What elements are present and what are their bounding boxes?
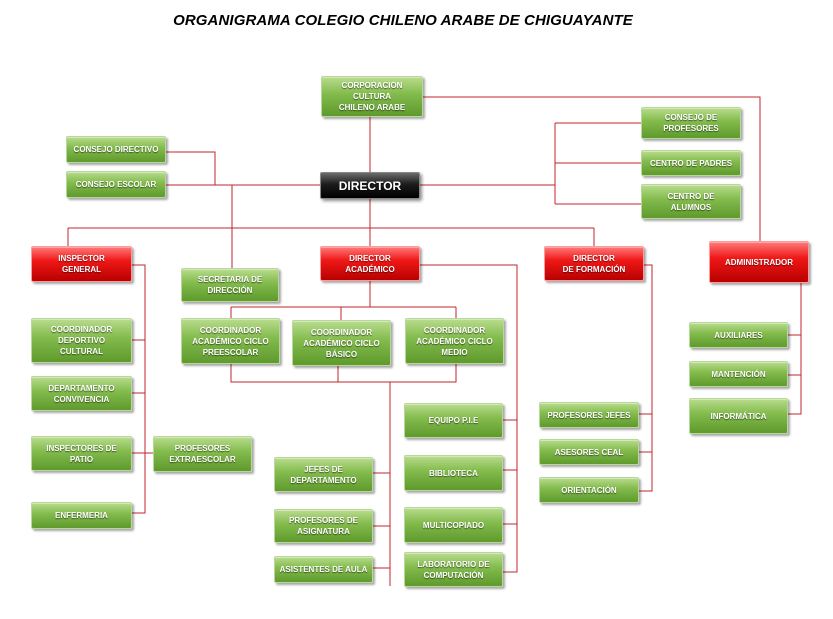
node-auxiliares: AUXILIARES [689, 322, 788, 348]
node-inspector-general: INSPECTOR GENERAL [31, 246, 132, 282]
connector [788, 283, 802, 415]
node-biblioteca: BIBLIOTECA [404, 455, 503, 491]
connector [132, 264, 146, 514]
node-informatica: INFORMÁTICA [689, 398, 788, 434]
connector [420, 264, 518, 573]
node-consejo-directivo: CONSEJO DIRECTIVO [66, 136, 166, 163]
node-consejo-escolar: CONSEJO ESCOLAR [66, 171, 166, 198]
node-centro-alumnos: CENTRO DE ALUMNOS [641, 184, 741, 219]
node-profesores-asignatura: PROFESORES DE ASIGNATURA [274, 509, 373, 543]
node-consejo-profesores: CONSEJO DE PROFESORES [641, 107, 741, 139]
node-multicopiado: MULTICOPIADO [404, 507, 503, 543]
node-coordinador-basico: COORDINADOR ACADÉMICO CICLO BÁSICO [292, 320, 391, 366]
node-profesores-jefes: PROFESORES JEFES [539, 402, 639, 428]
node-jefes-departamento: JEFES DE DEPARTAMENTO [274, 457, 373, 492]
node-centro-padres: CENTRO DE PADRES [641, 150, 741, 176]
node-equipo-pie: EQUIPO P.I.E [404, 403, 503, 438]
node-coordinador-medio: COORDINADOR ACADÉMICO CICLO MEDIO [405, 318, 504, 364]
connector [423, 96, 761, 241]
node-inspectores-patio: INSPECTORES DE PATIO [31, 436, 132, 471]
node-laboratorio: LABORATORIO DE COMPUTACIÓN [404, 552, 503, 587]
connector [230, 364, 457, 383]
node-administrador: ADMINISTRADOR [709, 241, 809, 283]
node-departamento-convivencia: DEPARTAMENTO CONVIVENCIA [31, 376, 132, 411]
node-mantencion: MANTENCIÓN [689, 361, 788, 387]
connector [639, 264, 653, 492]
node-director: DIRECTOR [320, 172, 420, 199]
node-secretaria: SECRETARIA DE DIRECCIÓN [181, 268, 279, 302]
node-asistentes-aula: ASISTENTES DE AULA [274, 556, 373, 583]
node-coordinador-preescolar: COORDINADOR ACADÉMICO CICLO PREESCOLAR [181, 318, 280, 364]
node-corporacion: CORPORACION CULTURA CHILENO ARABE [321, 76, 423, 117]
node-coordinador-deportivo: COORDINADOR DEPORTIVO CULTURAL [31, 318, 132, 363]
node-profesores-extraescolar: PROFESORES EXTRAESCOLAR [153, 436, 252, 472]
node-director-formacion: DIRECTOR DE FORMACIÓN [544, 246, 644, 281]
node-orientacion: ORIENTACIÓN [539, 477, 639, 503]
node-director-academico: DIRECTOR ACADÉMICO [320, 246, 420, 281]
connector [166, 151, 216, 185]
node-enfermeria: ENFERMERIA [31, 502, 132, 529]
chart-title: ORGANIGRAMA COLEGIO CHILENO ARABE DE CHI… [173, 12, 633, 29]
node-asesores-ceal: ASESORES CEAL [539, 439, 639, 465]
